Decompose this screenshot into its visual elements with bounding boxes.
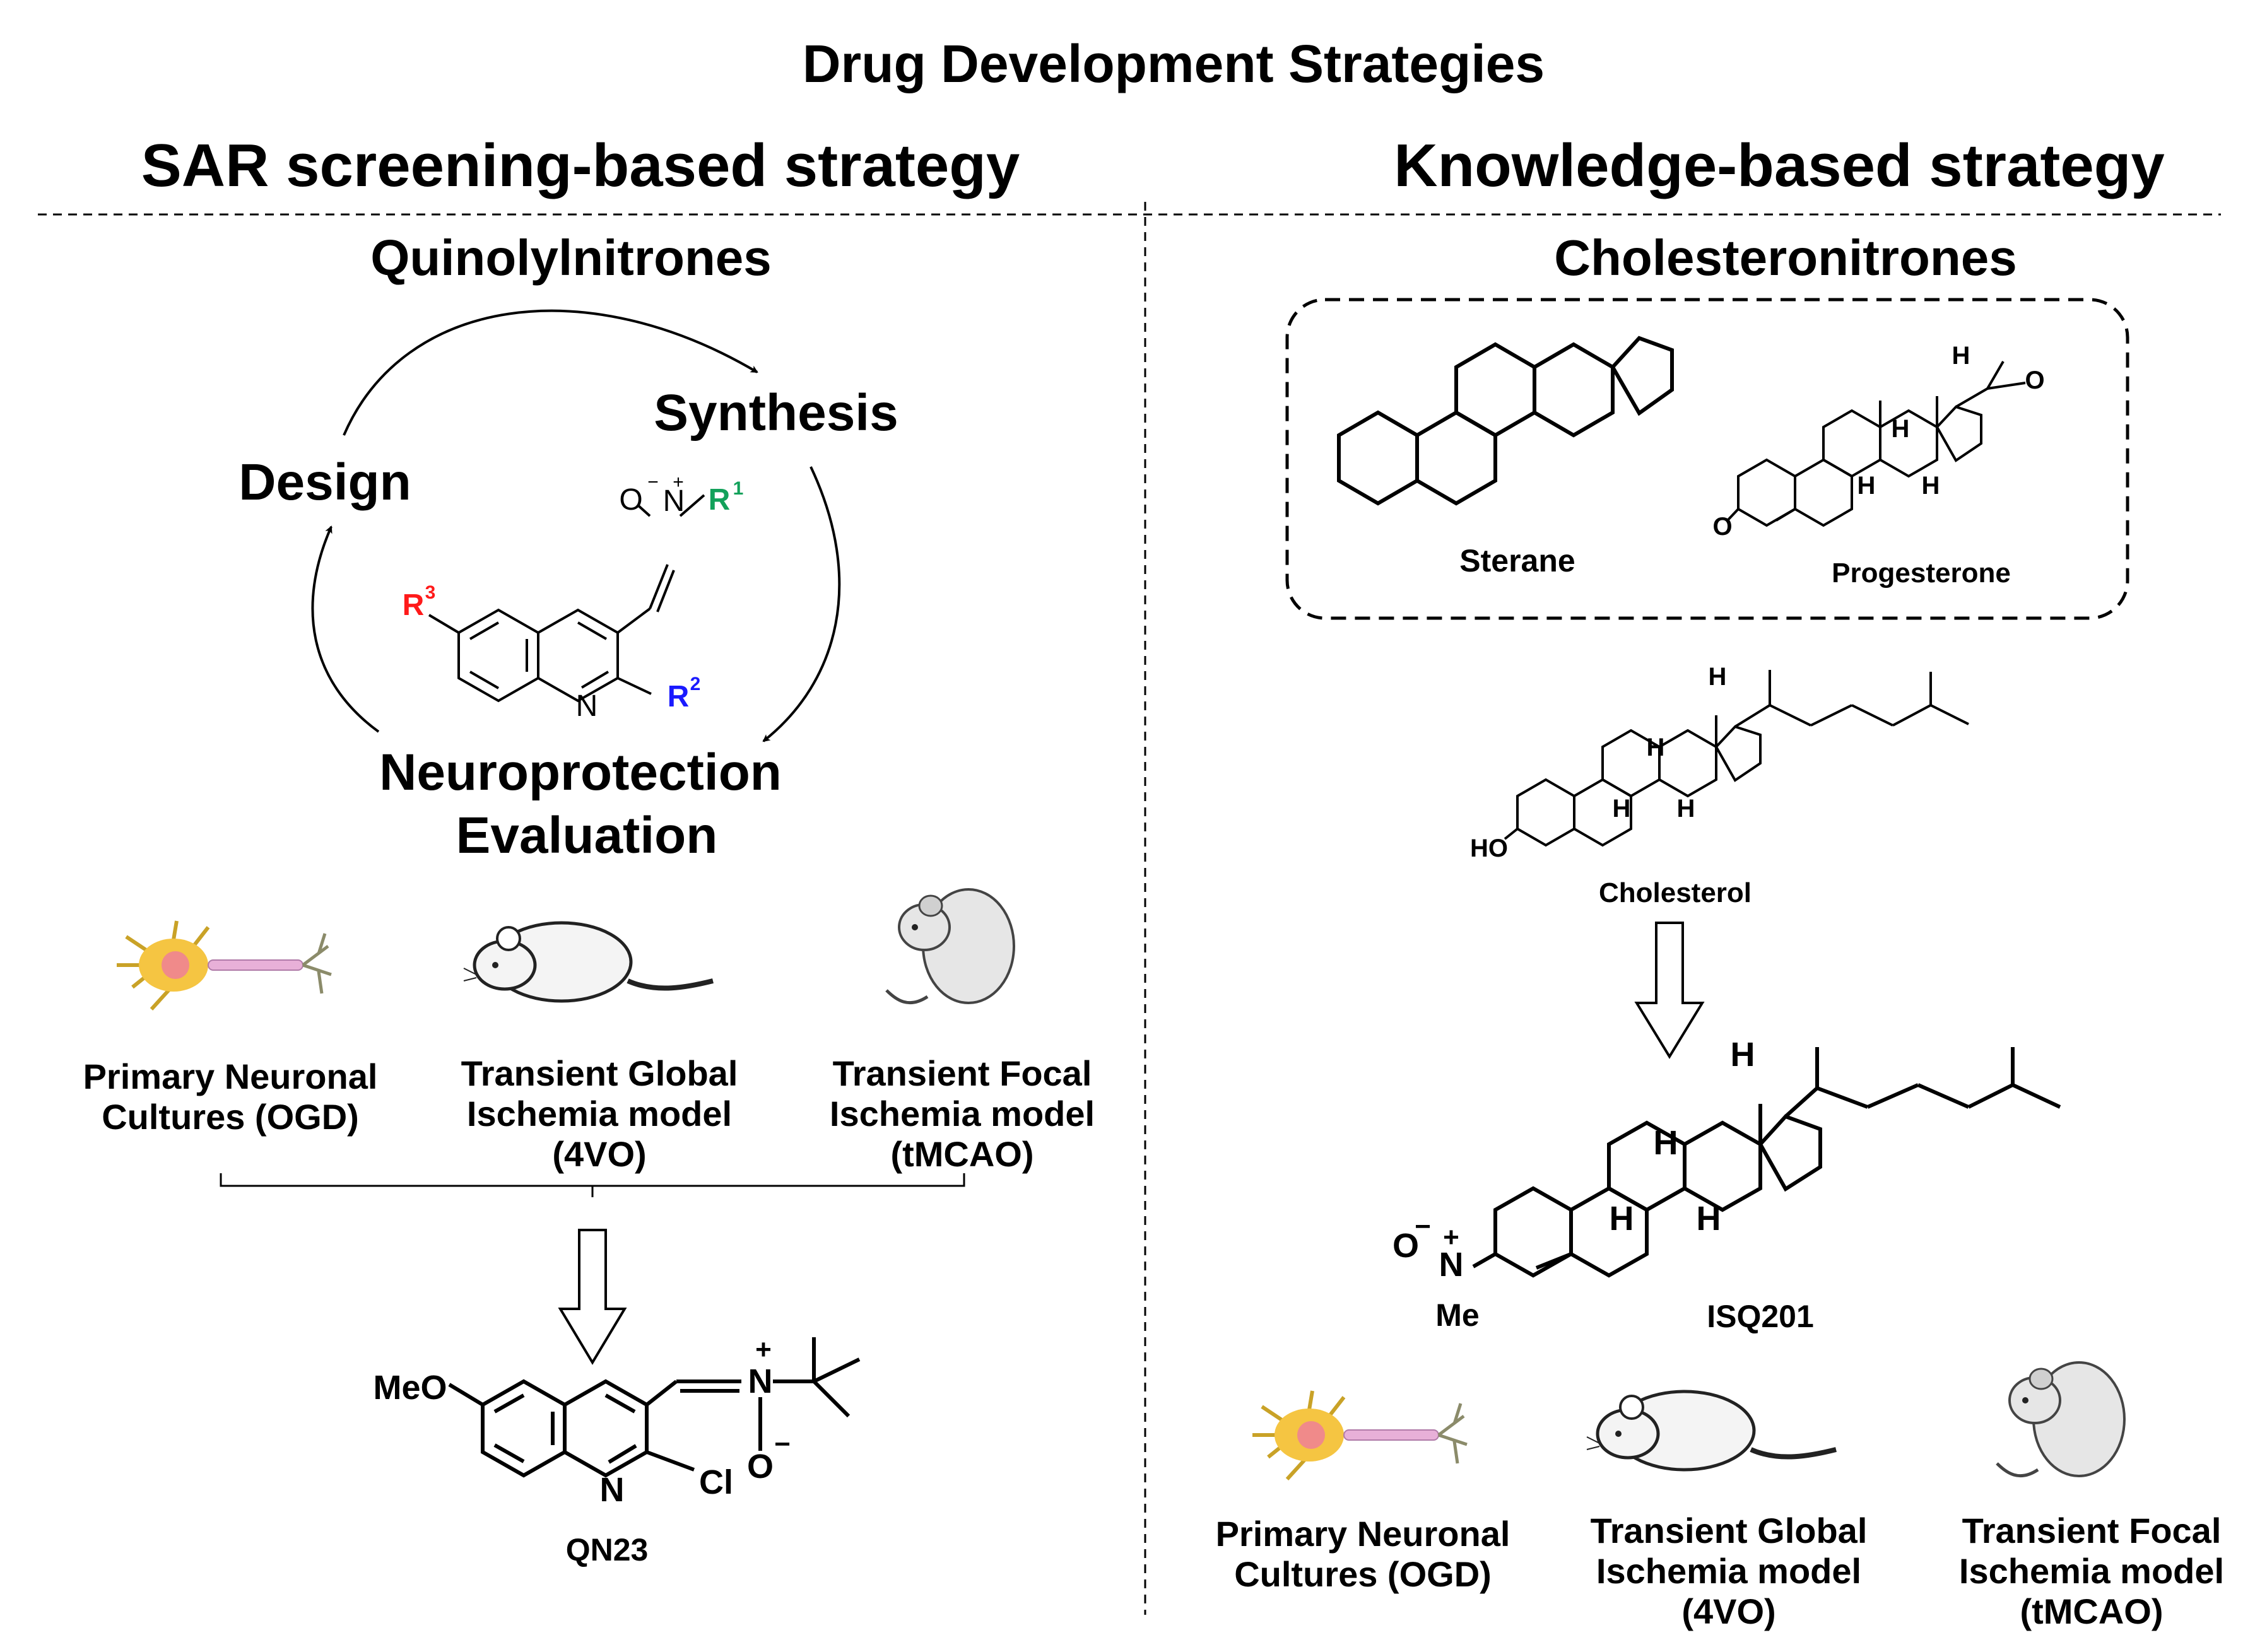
scaffold-n-charge: + [673,472,684,493]
arrow-synthesis-to-evaluation [762,466,841,742]
arrow-evaluation-to-design [311,525,380,733]
cholesterol-label: Cholesterol [1598,877,1752,908]
progesterone-h-3: H [1857,472,1876,500]
qn23-n-plus: N [748,1362,773,1400]
cycle-evaluation-line2: Evaluation [456,807,718,864]
qn23-structure [448,1337,861,1478]
qn23-plus: + [755,1334,772,1365]
scaffold-o-charge: − [647,472,659,493]
neuron-icon [117,920,332,1011]
mouse-icon [1996,1361,2126,1477]
scaffold-r3: R [402,589,425,622]
left-model-2-line1: Transient Global [461,1053,738,1093]
scaffold-r2-sup: 2 [690,674,701,694]
qn23-o-minus: O [746,1448,774,1485]
quinolylnitrone-scaffold [428,494,705,703]
qn23-minus: − [774,1429,791,1460]
right-model-2: Transient Global Ischemia model (4VO) [1591,1511,1868,1632]
right-section-heading: Knowledge-based strategy [1394,132,2165,199]
scaffold-ring-n: N [575,689,598,723]
progesterone-o-1: O [2025,366,2045,394]
left-model-2-line2: Ischemia model [466,1094,733,1134]
scaffold-r1-sup: 1 [733,478,744,499]
isq201-plus: + [1443,1222,1459,1253]
cycle-arrows [311,309,841,742]
progesterone-structure [1726,360,2026,527]
main-title: Drug Development Strategies [802,34,1545,93]
progesterone-h-4: H [1921,472,1940,500]
qn23-cl: Cl [699,1463,733,1501]
qn23-meo: MeO [373,1369,447,1407]
right-model-3-line2: Ischemia model [1958,1551,2225,1591]
progesterone-h-1: H [1952,342,1970,370]
right-model-1: Primary Neuronal Cultures (OGD) [1216,1514,1510,1595]
scaffold-r1: R [708,483,731,517]
cycle-synthesis: Synthesis [654,384,898,442]
left-model-3-line1: Transient Focal [832,1053,1092,1093]
cycle-evaluation-line1: Neuroprotection [379,744,782,801]
isq201-structure [1472,1047,2061,1278]
cholesterol-structure [1504,670,1969,847]
reference-box [1285,298,2129,620]
left-model-3-line3: (tMCAO) [890,1134,1034,1174]
cycle-design: Design [238,454,411,511]
scaffold-r2: R [667,680,690,713]
neuron-icon [1252,1390,1468,1481]
sterane-label: Sterane [1459,543,1575,578]
cholesterol-h-3: H [1612,795,1631,823]
right-model-1-line2: Cultures (OGD) [1234,1554,1492,1594]
cholesterol-ho: HO [1470,835,1508,862]
isq201-h-2: H [1653,1124,1678,1162]
cholesterol-h-1: H [1708,663,1727,691]
arrow-design-to-synthesis [343,309,758,436]
isq201-o: O [1392,1227,1420,1265]
left-hollow-arrow [558,1229,627,1365]
cholesterol-h-4: H [1676,795,1695,823]
progesterone-label: Progesterone [1832,558,2011,589]
right-model-1-line1: Primary Neuronal [1215,1514,1510,1554]
isq201-h-4: H [1696,1200,1721,1238]
left-model-1-line1: Primary Neuronal [83,1057,378,1096]
left-model-1: Primary Neuronal Cultures (OGD) [83,1057,378,1137]
rat-icon [1586,1390,1837,1472]
progesterone-h-2: H [1891,415,1910,443]
right-model-3: Transient Focal Ischemia model (tMCAO) [1959,1511,2224,1632]
right-model-2-line2: Ischemia model [1596,1551,1862,1591]
progesterone-o-2: O [1712,513,1733,541]
isq201-h-3: H [1609,1200,1634,1238]
scaffold-r3-sup: 3 [425,582,436,603]
isq201-name: ISQ201 [1707,1299,1814,1334]
left-model-1-line2: Cultures (OGD) [102,1097,359,1137]
sterane-structure [1337,336,1674,506]
qn23-ring-n: N [599,1471,625,1509]
qn23-name: QN23 [565,1532,649,1567]
right-model-2-line1: Transient Global [1590,1511,1868,1550]
left-model-2-line3: (4VO) [552,1134,647,1174]
right-model-2-line3: (4VO) [1681,1591,1776,1631]
right-model-3-line1: Transient Focal [1962,1511,2222,1550]
isq201-h-1: H [1730,1036,1755,1074]
left-subheading: Quinolylnitrones [370,230,772,286]
isq201-me: Me [1435,1298,1480,1333]
scaffold-n-atom: N [662,484,685,518]
right-model-3-line3: (tMCAO) [2020,1591,2164,1631]
scaffold-o-atom: O [619,483,643,517]
left-model-2: Transient Global Ischemia model (4VO) [461,1053,738,1175]
left-model-3-line2: Ischemia model [829,1094,1095,1134]
mouse-icon [885,888,1015,1004]
models-bracket [220,1173,965,1197]
left-section-heading: SAR screening-based strategy [141,132,1020,199]
cholesterol-h-2: H [1646,734,1665,761]
right-subheading: Cholesteronitrones [1554,230,2017,286]
rat-icon [463,921,714,1003]
isq201-n: N [1439,1246,1464,1284]
isq201-minus: − [1415,1211,1431,1242]
right-hollow-arrow [1634,922,1705,1059]
left-model-3: Transient Focal Ischemia model (tMCAO) [830,1053,1095,1175]
